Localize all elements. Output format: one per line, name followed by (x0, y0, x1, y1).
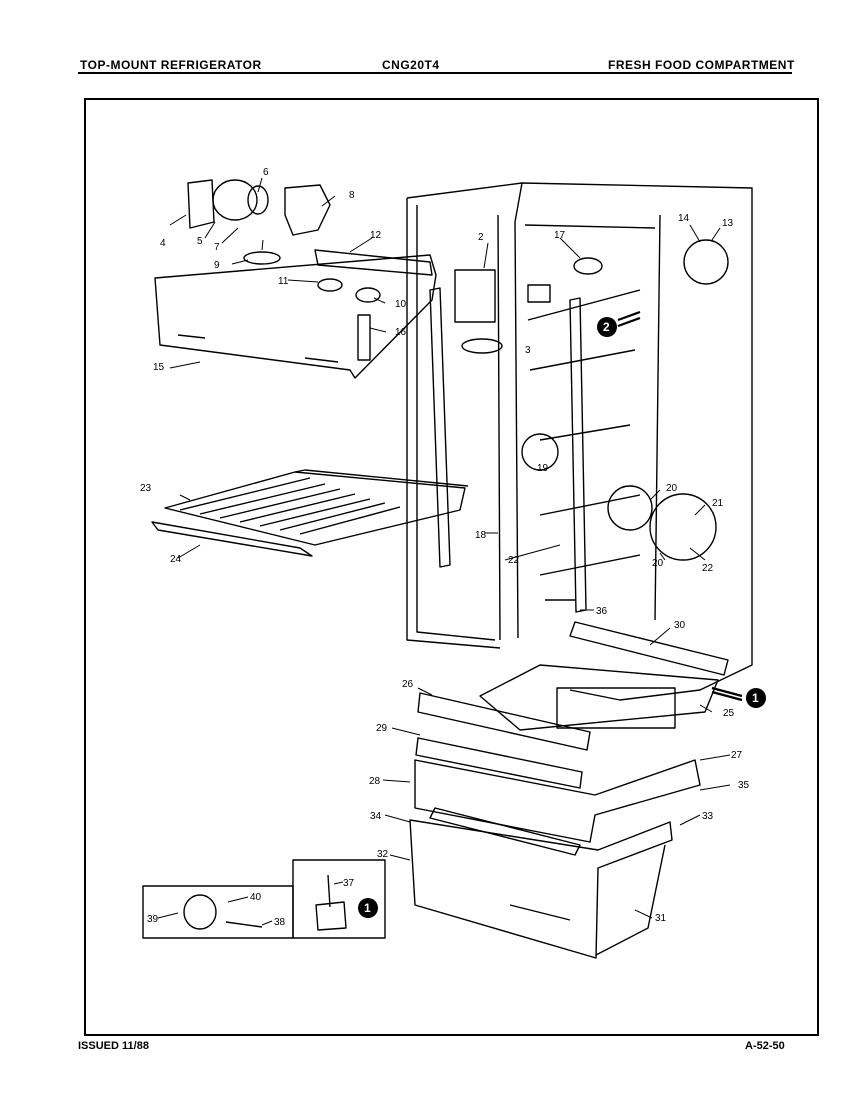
leader-lines (157, 177, 731, 926)
callout-29: 28 (369, 776, 381, 787)
reference-marker-1-label: 1 (752, 691, 759, 705)
callout-39: 38 (274, 917, 286, 928)
control-housing (154, 254, 437, 379)
callout-34: 33 (702, 811, 714, 822)
callout-12: 12 (370, 230, 382, 241)
callout-23: 22 (508, 555, 520, 566)
callout-20-bottom: 20 (652, 558, 664, 569)
callout-26: 25 (723, 708, 735, 719)
callout-9: 9 (214, 260, 220, 271)
callout-38: 37 (343, 878, 355, 889)
callout-21: 21 (712, 498, 724, 509)
header-left-title: TOP-MOUNT REFRIGERATOR (80, 58, 262, 72)
callout-28: 27 (731, 750, 743, 761)
reference-marker-2-cabinet (597, 317, 617, 337)
wire-shelf (151, 469, 469, 557)
callout-32: 31 (655, 913, 667, 924)
header-rule (78, 72, 792, 74)
refrigerator-cabinet (406, 182, 753, 701)
callout-5: 5 (197, 236, 203, 247)
header-model-number: CNG20T4 (382, 58, 440, 72)
callout-13: 13 (722, 218, 734, 229)
footer-issued-date: ISSUED 11/88 (78, 1040, 149, 1052)
footer-diagram-code: A-52-50 (745, 1040, 785, 1052)
reference-marker-1-inset-label: 1 (364, 901, 371, 915)
callout-25: 24 (170, 554, 182, 565)
callout-11: 11 (278, 276, 289, 287)
callout-37: 36 (596, 606, 608, 617)
callout-20-top: 20 (666, 483, 678, 494)
callout-35: 34 (370, 811, 382, 822)
callout-36: 35 (738, 780, 750, 791)
callout-16: 16 (395, 327, 407, 338)
crisper-assembly (409, 621, 729, 959)
callout-2: 2 (478, 232, 484, 243)
callout-10: 10 (395, 299, 407, 310)
callout-15: 15 (153, 362, 165, 373)
diagram-frame (84, 98, 819, 1036)
callout-27: 26 (402, 679, 414, 690)
callout-30: 29 (376, 723, 388, 734)
callout-14: 14 (678, 213, 690, 224)
reference-marker-2-label: 2 (603, 320, 610, 334)
callout-7: 7 (214, 242, 220, 253)
callout-24: 23 (140, 483, 152, 494)
callout-22: 22 (702, 563, 714, 574)
control-components (187, 179, 433, 303)
callout-33: 32 (377, 849, 389, 860)
callout-8: 8 (349, 190, 355, 201)
callout-3: 3 (525, 345, 531, 356)
header-section-title: FRESH FOOD COMPARTMENT (608, 58, 795, 72)
callout-18: 18 (475, 530, 487, 541)
detail-insets (142, 859, 386, 939)
callout-40: 39 (147, 914, 159, 925)
callout-41: 40 (250, 892, 262, 903)
callout-19: 19 (537, 463, 549, 474)
callout-6: 6 (263, 167, 269, 178)
reference-markers: 1 2 1 (358, 317, 766, 918)
reference-marker-rays (617, 310, 743, 702)
reference-marker-1-inset (358, 898, 378, 918)
callout-4: 4 (160, 238, 166, 249)
evaporator-fittings (454, 239, 729, 601)
reference-marker-1-crisper (746, 688, 766, 708)
callout-31: 30 (674, 620, 686, 631)
callout-17: 17 (554, 230, 566, 241)
